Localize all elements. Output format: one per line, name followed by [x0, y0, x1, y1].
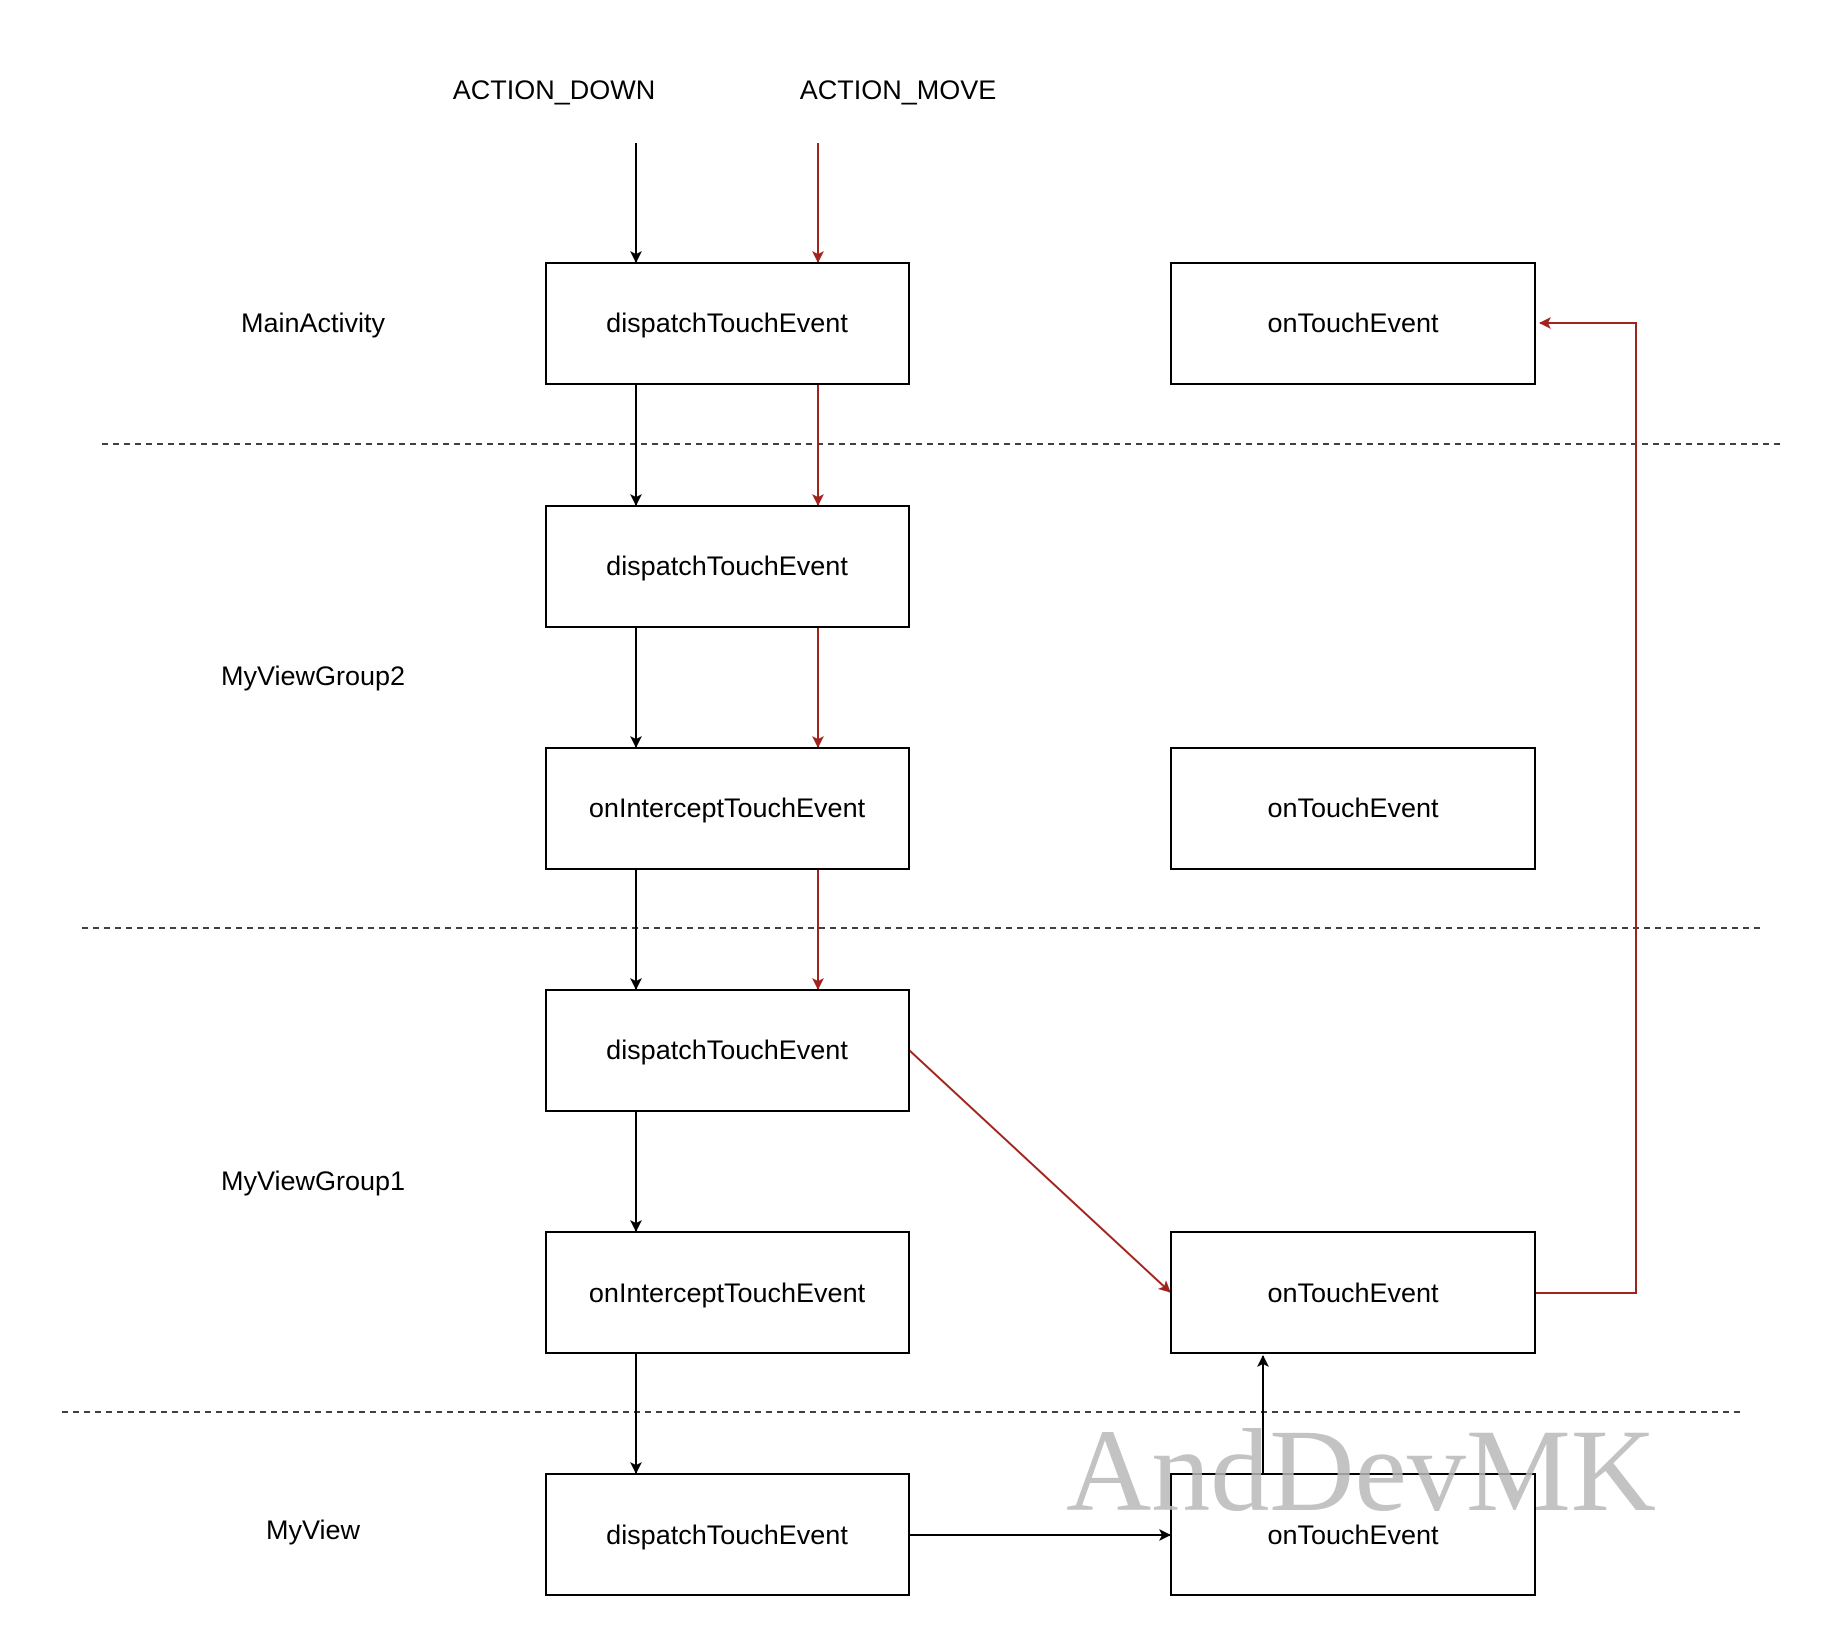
node-view-dispatch: dispatchTouchEvent	[545, 1473, 910, 1596]
node-view-touch: onTouchEvent	[1170, 1473, 1536, 1596]
node-vg1-dispatch-label: dispatchTouchEvent	[606, 1035, 848, 1065]
node-vg2-intercept-label: onInterceptTouchEvent	[589, 793, 866, 823]
node-main-touch: onTouchEvent	[1170, 262, 1536, 385]
node-vg1-touch-label: onTouchEvent	[1267, 1278, 1439, 1308]
layer-label-main-activity: MainActivity	[241, 308, 386, 338]
edge-move-vg1-touch-to-main-touch	[1536, 317, 1637, 1294]
watermark: AndDevMK	[1066, 1405, 1656, 1536]
node-vg2-touch: onTouchEvent	[1170, 747, 1536, 870]
node-vg1-dispatch: dispatchTouchEvent	[545, 989, 910, 1112]
node-vg1-touch: onTouchEvent	[1170, 1231, 1536, 1354]
layer-label-view-group1: MyViewGroup1	[221, 1166, 405, 1196]
node-vg2-dispatch-label: dispatchTouchEvent	[606, 551, 848, 581]
node-main-dispatch: dispatchTouchEvent	[545, 262, 910, 385]
node-view-dispatch-label: dispatchTouchEvent	[606, 1520, 848, 1550]
action-down-path	[630, 143, 1269, 1541]
node-vg1-intercept: onInterceptTouchEvent	[545, 1231, 910, 1354]
node-main-touch-label: onTouchEvent	[1267, 308, 1439, 338]
edge-move-vg1-dispatch-to-vg1-touch	[908, 1049, 1171, 1293]
action-down-label: ACTION_DOWN	[453, 75, 656, 105]
node-view-touch-label: onTouchEvent	[1267, 1520, 1439, 1550]
node-main-dispatch-label: dispatchTouchEvent	[606, 308, 848, 338]
layer-label-view-group2: MyViewGroup2	[221, 661, 405, 691]
node-vg2-intercept: onInterceptTouchEvent	[545, 747, 910, 870]
node-vg1-intercept-label: onInterceptTouchEvent	[589, 1278, 866, 1308]
layer-label-my-view: MyView	[266, 1515, 361, 1545]
node-vg2-touch-label: onTouchEvent	[1267, 793, 1439, 823]
node-vg2-dispatch: dispatchTouchEvent	[545, 505, 910, 628]
action-move-path	[812, 143, 1637, 1294]
action-move-label: ACTION_MOVE	[800, 75, 997, 105]
